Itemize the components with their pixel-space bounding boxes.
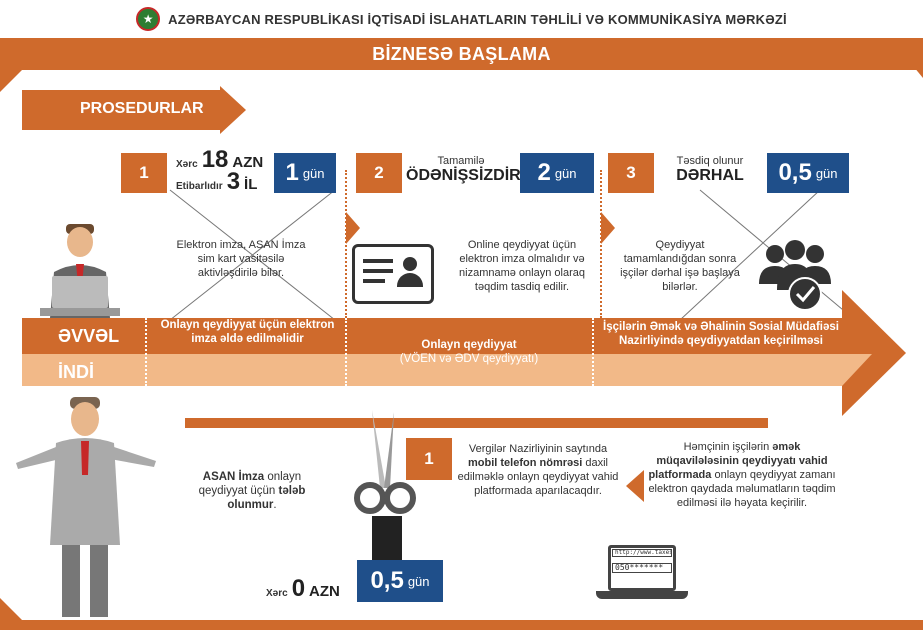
now-cost-label: Xərc	[266, 588, 288, 599]
band-before	[22, 318, 842, 354]
now-days: 0,5	[370, 567, 404, 594]
band-mid-title: Onlayn qeydiyyat	[421, 339, 517, 351]
header-title: AZƏRBAYCAN RESPUBLİKASI İQTİSADİ İSLAHAT…	[168, 11, 787, 27]
asan-note: ASAN İmza onlayn qeydiyyat üçün tələb ol…	[186, 470, 318, 512]
band-sep-1	[145, 318, 147, 386]
step-3-pre: Təsdiq olunur	[676, 155, 744, 167]
step-1-days: 1	[285, 159, 299, 186]
emblem-icon: ★	[136, 7, 161, 31]
banner-title: BİZNESƏ BAŞLAMA	[372, 43, 551, 64]
step-3-desc: Qeydiyyat tamamlandığdan sonra işçilər d…	[620, 239, 740, 293]
step-3-instant: Təsdiq olunur DƏRHAL	[660, 155, 760, 185]
bottom-corner-arrow	[0, 598, 22, 620]
step-1-valid-label: Etibarlıdır	[176, 181, 223, 192]
step-3-headline: DƏRHAL	[676, 167, 744, 184]
step-1-number: 1	[121, 153, 167, 193]
emp-bold: əmək müqavilələsinin qeydiyyatı vahid pl…	[648, 441, 828, 481]
step-1-days-unit: gün	[302, 165, 325, 181]
phone-field: 050*******	[612, 563, 672, 573]
separator-1	[345, 170, 347, 318]
asan-pre: ASAN İmza	[202, 471, 265, 483]
now-cost: Xərc 0 AZN	[266, 575, 340, 603]
now-days-unit: gün	[407, 573, 430, 589]
tax-bold: mobil telefon nömrəsi	[468, 457, 583, 469]
left-arrow	[626, 470, 644, 502]
employee-note: Həmçinin işçilərin əmək müqavilələsinin …	[648, 440, 836, 510]
band-before-1: Onlayn qeydiyyat üçün elektron imza əldə…	[160, 319, 335, 345]
divider-bar	[185, 418, 768, 428]
now-number: 1	[406, 438, 452, 480]
step-1-cost-label: Xərc	[176, 159, 198, 170]
asan-mid: onlayn qeydiyyat üçün	[198, 471, 302, 497]
band-before-3: İşçilərin Əmək və Əhalinin Sosial Müdafi…	[603, 321, 839, 347]
label-now: İNDİ	[58, 362, 94, 382]
separator-1-arrow	[346, 212, 360, 244]
band-mid-sub: (VÖEN və ƏDV qeydiyyatı)	[399, 353, 539, 365]
step-3-days: 0,5	[778, 159, 812, 186]
step-2-days: 2	[537, 159, 551, 186]
procedures-label: PROSEDURLAR	[80, 100, 204, 117]
step-1-valid-unit: İL	[244, 176, 258, 193]
title-banner: BİZNESƏ BAŞLAMA	[0, 38, 923, 70]
band-now	[22, 354, 842, 386]
tax-note: Vergilər Nazirliyinin saytında mobil tel…	[457, 442, 619, 498]
tax-2: daxil edilməklə onlayn qeydiyyat vahid p…	[457, 457, 619, 497]
step-2-free: Tamamilə ÖDƏNİŞSİZDİR	[406, 155, 521, 185]
band-arrow-head	[842, 290, 906, 416]
scissors-icon	[354, 410, 416, 564]
procedures-tag	[22, 90, 220, 130]
man-shrug-icon	[16, 397, 156, 617]
emp-1: Həmçinin işçilərin	[683, 441, 773, 453]
id-card-icon	[352, 244, 434, 304]
now-cost-value: 0	[291, 575, 306, 602]
asan-bold: tələb olunmur	[227, 485, 306, 511]
corner-arrow-left	[0, 70, 22, 92]
header: ★ AZƏRBAYCAN RESPUBLİKASI İQTİSADİ İSLAH…	[0, 0, 923, 38]
url-field: http://www.taxes.gov.az	[612, 549, 672, 557]
step-1-valid-value: 3	[226, 168, 241, 195]
tax-1: Vergilər Nazirliyinin saytında	[468, 443, 608, 455]
band-sep-3	[592, 318, 594, 386]
step-3-days-unit: gün	[815, 165, 838, 181]
label-before: ƏVVƏL	[58, 326, 120, 346]
footer-bar	[0, 620, 923, 630]
step-2-headline: ÖDƏNİŞSİZDİR	[406, 167, 521, 184]
emp-2: onlayn qeydiyyat zamanı elektron qaydada…	[648, 469, 836, 509]
separator-2	[600, 170, 602, 318]
step-1-cost: Xərc 18 AZN Etibarlıdır 3 İL	[176, 146, 266, 196]
procedures-tag-arrow	[220, 86, 246, 134]
step-1-desc: Elektron imza, ASAN İmza sim kart vasitə…	[176, 239, 306, 279]
now-cost-unit: AZN	[309, 583, 340, 600]
band-sep-2	[345, 318, 347, 386]
step-3-number: 3	[608, 153, 654, 193]
step-2-number: 2	[356, 153, 402, 193]
laptop-icon: http://www.taxes.gov.az 050*******	[592, 545, 692, 601]
asan-end: .	[273, 499, 277, 511]
man-laptop-icon	[40, 224, 120, 318]
team-check-icon	[759, 240, 831, 311]
separator-2-arrow	[601, 212, 615, 244]
step-1-cost-unit: AZN	[232, 154, 264, 171]
step-2-desc: Online qeydiyyat üçün elektron imza olma…	[459, 239, 585, 293]
step-2-pre: Tamamilə	[437, 155, 485, 167]
step-2-days-unit: gün	[554, 165, 577, 181]
corner-arrow-right	[890, 38, 923, 78]
step-1-cost-value: 18	[201, 146, 229, 173]
